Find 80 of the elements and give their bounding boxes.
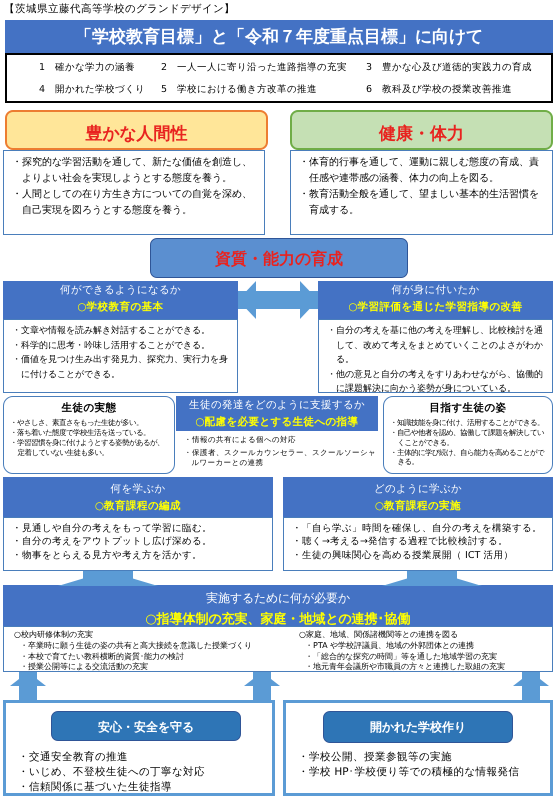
heading-box xyxy=(5,110,268,150)
goal-text: 1 確かな学力の涵養 xyxy=(39,61,136,75)
heading-text: 実施するために何が必要か xyxy=(205,590,351,607)
bullet-text: ・「自ら学ぶ」時間を確保し、自分の考えを構築する。 xyxy=(292,522,543,536)
bullet-text: ・いじめ、不登校生徒への丁寧な対応 xyxy=(18,765,206,780)
text-box xyxy=(3,396,175,474)
bullet-text: ・価値を見つけ生み出す発見力、探究力、実行力を身に付けることができる。 xyxy=(12,354,229,382)
heading-text: 目指す生徒の姿 xyxy=(428,401,508,415)
heading-text: 開かれた学校作り xyxy=(369,719,467,736)
header-band xyxy=(3,477,273,517)
heading-text: 安心・安全を守る xyxy=(97,719,195,736)
bullet-text: ・交通安全教育の推進 xyxy=(18,750,129,765)
header-band xyxy=(3,585,553,626)
label-box xyxy=(323,711,513,743)
bullet-text: ・人間としての在り方生き方についての自覚を深め、自己実現を図ろうとする態度を養う。 xyxy=(12,188,253,218)
heading-text: 生徒の発達をどのように支援するか xyxy=(188,398,366,412)
title-text: 【茨城県立藤代高等学校のグランドデザイン】 xyxy=(4,2,235,16)
bullet-text: ・学校 HP･学校便り等での積極的な情報発信 xyxy=(298,765,521,780)
heading-text: 資質・能力の育成 xyxy=(214,249,344,270)
text-box xyxy=(283,517,553,571)
goal-text: 6 教科及び学校の授業改善推進 xyxy=(366,83,514,97)
bullet-text: ・体育的行事を通して、運動に親しむ態度の育成、責任感や連帯感の涵養、体力の向上を図る。 xyxy=(299,156,540,186)
bullet-text: ・探究的な学習活動を通して、新たな価値を創造し、よりよい社会を実現しようとする態度を養う。 xyxy=(12,156,253,186)
subtitle-text: ○教育課程の編成 xyxy=(94,499,182,513)
bullet-text: ・信頼関係に基づいた生徒指導 xyxy=(18,780,173,796)
bullet-text: ・本校で育てたい教科横断的資質･能力の検討 xyxy=(19,652,185,662)
bullet-text: ・他の意見と自分の考えをすりあわせながら、協働的に課題解決に向かう姿勢が身についている。 xyxy=(327,368,544,396)
text-box xyxy=(318,319,553,393)
bullet-text: ・物事をとらえる見方や考え方を活かす。 xyxy=(12,548,203,562)
header-band xyxy=(5,20,553,53)
heading-text: 生徒の実態 xyxy=(60,401,118,415)
block-arrow xyxy=(238,281,318,319)
heading-text: 健康・体力 xyxy=(378,123,465,145)
text-box xyxy=(283,700,553,796)
subtitle-text: ○配慮を必要とする生徒への指導 xyxy=(194,415,360,429)
bullet-text: ・「総合的な探究の時間」等を通した地域学習の充実 xyxy=(304,652,498,662)
bullet-text: ・科学的に思考・吟味し活用することができる。 xyxy=(12,340,211,352)
bullet-text: ・生徒の興味関心を高める授業展開（ ICT 活用） xyxy=(292,548,514,562)
bullet-text: ・PTA や学校評議員、地域の外郭団体との連携 xyxy=(304,640,476,652)
heading-text: 何ができるようになるか xyxy=(59,283,182,297)
heading-box xyxy=(150,238,408,278)
subtitle-text: ○学校教育の基本 xyxy=(76,300,165,314)
header-band xyxy=(3,281,238,319)
goal-text: 2 一人一人に寄り沿った進路指導の充実 xyxy=(161,61,348,75)
text-box xyxy=(3,150,265,235)
label-box xyxy=(51,711,241,741)
text-box xyxy=(3,700,275,796)
goals-box xyxy=(5,53,553,103)
text-box xyxy=(3,626,553,672)
goal-text: 4 開かれた学校づくり xyxy=(39,83,146,97)
text-box xyxy=(3,517,273,571)
header-band xyxy=(318,281,553,319)
heading-text: 豊かな人間性 xyxy=(84,123,188,145)
bullet-text: ・自分の考えをアウトプットし広げ深める。 xyxy=(12,535,213,549)
bullet-text: ・卒業時に願う生徒の姿の共有と高大接続を意識した授業づくり xyxy=(19,640,253,652)
bullet-text: ・学校公開、授業参観等の実施 xyxy=(298,750,453,765)
bullet-text: ・自分の考えを基に他の考えを理解し、比較検討を通して、改めて考えをまとめていくことのよさがわかる。 xyxy=(327,324,544,367)
subtitle-text: ○指導体制の充実、家庭・地域との連携･協働 xyxy=(144,610,412,628)
heading-text: 何を学ぶか xyxy=(110,482,166,496)
heading-text: 何が身に付いたか xyxy=(390,283,480,297)
goal-text: 5 学校における働き方改革の推進 xyxy=(161,83,318,97)
subtitle-text: ○学習評価を通じた学習指導の改善 xyxy=(347,300,524,314)
goal-text: 3 豊かな心及び道徳的実践力の育成 xyxy=(366,61,534,75)
text-box xyxy=(383,396,553,474)
bullet-text: ・文章や情報を読み解き対話することができる。 xyxy=(12,324,211,338)
subtitle-text: ○教育課程の実施 xyxy=(374,499,462,513)
text-box xyxy=(3,319,238,393)
text-box xyxy=(290,150,553,235)
bullet-text: ・聴く→考える→発信する過程で比較検討する。 xyxy=(292,535,509,549)
header-band xyxy=(176,396,378,431)
bullet-text: ・地元青年会議所や市職員の方々と連携した取組の充実 xyxy=(304,662,506,674)
header-band xyxy=(283,477,553,517)
bullet-text: ・教育活動全般を通して、望ましい基本的生活習慣を育成する。 xyxy=(299,188,540,218)
heading-text: ○家庭、地域、関係諸機関等との連携を図る xyxy=(299,630,459,641)
heading-text: 「学校教育目標」と「令和７年度重点目標」に向けて xyxy=(74,26,484,48)
heading-text: ○校内研修体制の充実 xyxy=(14,630,94,641)
bullet-text: ・見通しや自分の考えをもって学習に臨む。 xyxy=(12,522,213,536)
bullet-text: ・授業公開等による交流活動の充実 xyxy=(19,662,149,674)
heading-text: どのように学ぶか xyxy=(373,482,463,496)
heading-box xyxy=(290,110,553,150)
